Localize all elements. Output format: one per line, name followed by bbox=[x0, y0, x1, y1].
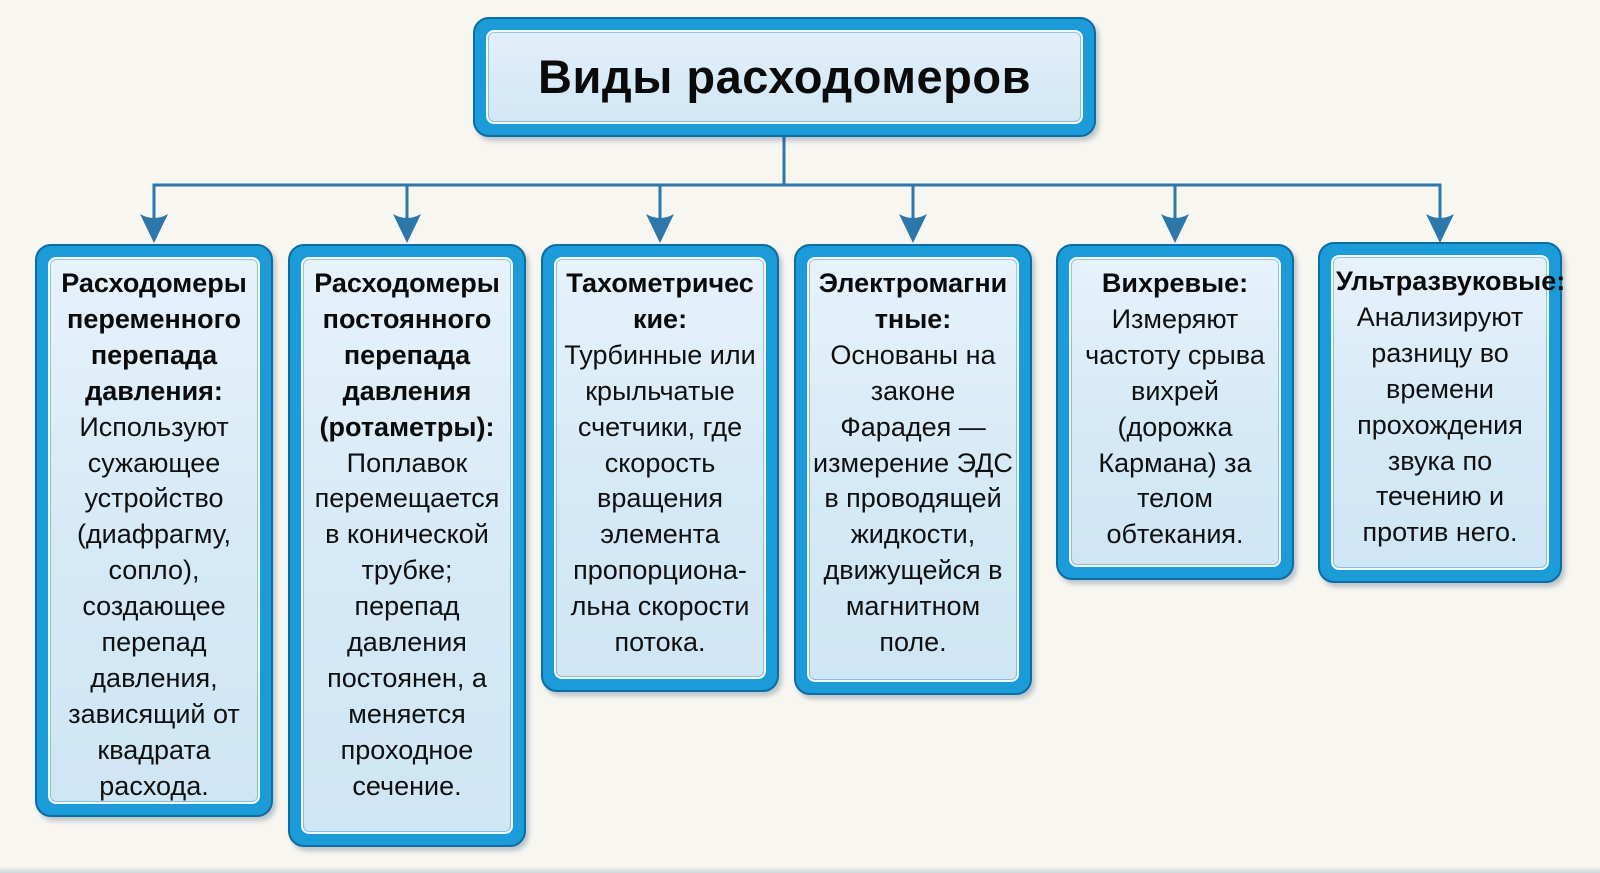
box-header: Расходомеры постоянного перепада давлени… bbox=[314, 268, 500, 442]
box-tachometric: Тахометричес​кие: Турбинные или крыльчат… bbox=[541, 244, 779, 692]
arrowhead-down-icon-2 bbox=[393, 214, 421, 243]
scan-artifact-strip bbox=[0, 867, 1600, 873]
box-inner: Электромагни​тные: Основаны на законе Фа… bbox=[807, 257, 1019, 682]
diagram-title: Виды расходомеров bbox=[538, 50, 1031, 104]
box-header: Электромагни​тные: bbox=[818, 268, 1008, 334]
arrowhead-down-icon-6 bbox=[1426, 214, 1454, 243]
box-header: Ультразвуковые: bbox=[1336, 266, 1566, 296]
box-body: Турбинные или крыльчатые счетчики, где с… bbox=[564, 339, 756, 658]
box-body: Измеряют частоту срыва вихрей (дорожка К… bbox=[1085, 303, 1265, 550]
box-header: Вихревые: bbox=[1101, 268, 1249, 298]
box-body: Используют сужающее устройство (диафрагм… bbox=[68, 411, 240, 801]
box-body: Анализируют разницу во времени прохожден… bbox=[1356, 301, 1524, 548]
box-inner: Ультразвуковые: Анализируют разницу во в… bbox=[1331, 255, 1566, 570]
box-electromagnetic: Электромагни​тные: Основаны на законе Фа… bbox=[794, 244, 1032, 695]
box-inner: Вихревые: Измеряют частоту срыва вихрей … bbox=[1069, 257, 1281, 567]
box-inner: Расходомеры переменного перепада давлени… bbox=[48, 257, 260, 804]
box-inner: Тахометричес​кие: Турбинные или крыльчат… bbox=[554, 257, 766, 679]
box-inner: Расходомеры постоянного перепада давлени… bbox=[301, 257, 513, 834]
box-constant-pressure-drop: Расходомеры постоянного перепада давлени… bbox=[288, 244, 526, 847]
box-header: Расходомеры переменного перепада давлени… bbox=[61, 268, 247, 406]
box-ultrasonic: Ультразвуковые: Анализируют разницу во в… bbox=[1318, 242, 1566, 583]
box-vortex: Вихревые: Измеряют частоту срыва вихрей … bbox=[1056, 244, 1294, 580]
arrowhead-down-icon-1 bbox=[140, 214, 168, 243]
arrowhead-down-icon-4 bbox=[899, 214, 927, 243]
arrowhead-down-icon-5 bbox=[1161, 214, 1189, 243]
title-box: Виды расходомеров bbox=[473, 17, 1096, 137]
box-body: Поплавок перемещается в конической трубк… bbox=[314, 447, 500, 801]
box-header: Тахометричес​кие: bbox=[566, 268, 754, 334]
box-body: Основаны на законе Фарадея — измерение Э… bbox=[813, 339, 1013, 658]
arrowhead-down-icon-3 bbox=[646, 214, 674, 243]
title-box-inner: Виды расходомеров bbox=[486, 30, 1083, 124]
box-variable-pressure-drop: Расходомеры переменного перепада давлени… bbox=[35, 244, 273, 817]
